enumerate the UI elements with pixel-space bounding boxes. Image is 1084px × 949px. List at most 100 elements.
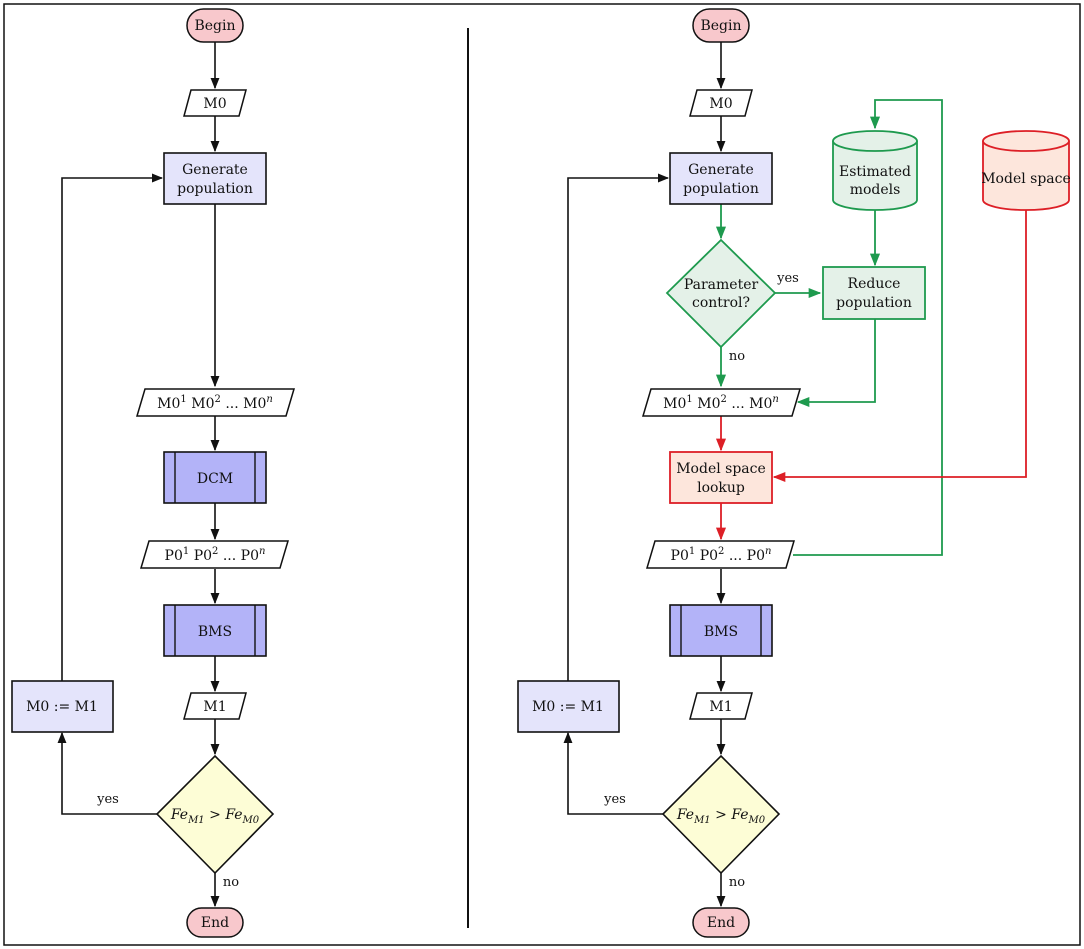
right-model-space-storage: Model space — [981, 130, 1071, 211]
right-param-label-1: Parameter — [684, 277, 759, 293]
left-m1-io: M1 — [183, 692, 247, 720]
right-generate-label-2: population — [683, 181, 759, 197]
right-green-connectors — [715, 99, 943, 556]
right-m0-label: M0 — [709, 96, 732, 112]
right-decision-sub-1: M1 — [693, 815, 711, 826]
right-decision-fe-0: Fe — [730, 807, 748, 823]
left-dcm-subroutine: DCM — [163, 451, 267, 504]
right-end-label: End — [707, 915, 735, 931]
left-generate-label-2: population — [177, 181, 253, 197]
right-bms-label: BMS — [704, 624, 738, 640]
left-begin-terminal: Begin — [186, 8, 244, 43]
left-bms-subroutine: BMS — [163, 604, 267, 657]
right-end-terminal: End — [692, 907, 750, 938]
left-models-list-sup-n: n — [266, 394, 272, 405]
left-decision-fe-0: Fe — [224, 807, 242, 823]
right-flowchart: Begin M0 Generate population Parameter c… — [517, 8, 1071, 938]
left-params-list-text-3: ... P0 — [218, 548, 259, 564]
left-generate-process: Generate population — [163, 152, 267, 205]
right-decision-label: FeM1 > FeM0 — [676, 807, 766, 826]
right-params-list-io: P01 P02 ... P0n — [645, 540, 796, 569]
left-decision-fe-1: Fe — [170, 807, 188, 823]
left-flowchart: Begin M0 Generate population M01 M02 ...… — [11, 8, 296, 938]
right-lookup-label-2: lookup — [697, 480, 745, 496]
left-generate-label-1: Generate — [182, 162, 248, 178]
connector-yes-assign — [57, 731, 157, 815]
left-m0-io: M0 — [183, 89, 247, 117]
left-params-list-sup-1: 1 — [183, 546, 189, 557]
left-params-list-text-1: P0 — [165, 548, 183, 564]
right-params-list-sup-1: 1 — [689, 546, 695, 557]
right-yes-label: yes — [603, 792, 626, 807]
left-params-list-label: P01 P02 ... P0n — [165, 546, 266, 564]
right-params-list-text-1: P0 — [671, 548, 689, 564]
right-models-list-io: M01 M02 ... M0n — [641, 388, 802, 417]
left-decision-sub-0: M0 — [242, 815, 260, 826]
right-models-list-text-3: ... M0 — [727, 396, 773, 412]
left-assign-label: M0 := M1 — [26, 699, 98, 715]
r-connector-params-estimated — [793, 99, 943, 556]
right-m1-io: M1 — [689, 692, 753, 720]
left-bms-label: BMS — [198, 624, 232, 640]
left-models-list-io: M01 M02 ... M0n — [135, 388, 296, 417]
right-params-list-label: P01 P02 ... P0n — [671, 546, 772, 564]
right-params-list-sup-2: 2 — [718, 546, 724, 557]
right-params-list-text-2: P0 — [695, 548, 718, 564]
left-models-list-sup-2: 2 — [215, 394, 221, 405]
right-reduce-label-1: Reduce — [848, 276, 901, 292]
left-fitness-decision: FeM1 > FeM0 — [155, 754, 275, 875]
left-decision-label: FeM1 > FeM0 — [170, 807, 260, 826]
right-param-no-label: no — [729, 349, 745, 364]
r-connector-space-lookup — [772, 210, 1027, 483]
right-models-list-sup-n: n — [772, 394, 778, 405]
left-connectors — [57, 42, 220, 908]
right-decision-op: > — [711, 807, 732, 823]
right-decision-fe-1: Fe — [676, 807, 694, 823]
left-params-list-text-2: P0 — [189, 548, 212, 564]
left-m1-label: M1 — [203, 699, 226, 715]
left-decision-sub-1: M1 — [187, 815, 205, 826]
right-params-list-sup-n: n — [765, 546, 771, 557]
right-param-label-2: control? — [692, 295, 750, 311]
right-models-list-label: M01 M02 ... M0n — [663, 394, 779, 412]
right-decision-sub-0: M0 — [748, 815, 766, 826]
left-params-list-sup-2: 2 — [212, 546, 218, 557]
right-red-connectors — [715, 210, 1027, 541]
right-m0-io: M0 — [689, 89, 753, 117]
r-connector-yes-assign — [563, 731, 663, 815]
left-models-list-sup-1: 1 — [180, 394, 186, 405]
right-no-label: no — [729, 875, 745, 890]
right-generate-label-1: Generate — [688, 162, 754, 178]
right-lookup-label-1: Model space — [676, 461, 766, 477]
right-estimated-models-storage: Estimated models — [832, 130, 918, 211]
right-reduce-label-2: population — [836, 295, 912, 311]
left-params-list-io: P01 P02 ... P0n — [139, 540, 290, 569]
right-bms-subroutine: BMS — [669, 604, 773, 657]
left-end-terminal: End — [186, 907, 244, 938]
right-fitness-decision: FeM1 > FeM0 — [661, 754, 781, 875]
left-no-label: no — [223, 875, 239, 890]
right-models-list-text-1: M0 — [663, 396, 686, 412]
right-begin-label: Begin — [700, 18, 741, 34]
right-lookup-process: Model space lookup — [669, 451, 773, 504]
right-models-list-sup-2: 2 — [721, 394, 727, 405]
r-connector-assign-generate — [567, 173, 670, 681]
left-models-list-label: M01 M02 ... M0n — [157, 394, 273, 412]
left-decision-op: > — [205, 807, 226, 823]
left-assign-process: M0 := M1 — [11, 680, 114, 733]
connector-assign-generate — [61, 173, 164, 681]
diagram-frame — [3, 3, 1081, 946]
right-black-connectors — [563, 42, 726, 908]
right-parameter-control-decision: Parameter control? — [665, 238, 777, 349]
left-begin-label: Begin — [194, 18, 235, 34]
right-estimated-label-1: Estimated — [839, 164, 911, 180]
left-models-list-text-1: M0 — [157, 396, 180, 412]
right-generate-process: Generate population — [669, 152, 773, 205]
left-dcm-label: DCM — [197, 471, 233, 487]
right-model-space-label: Model space — [981, 171, 1071, 187]
right-params-list-text-3: ... P0 — [724, 548, 765, 564]
r-connector-reduce-models — [796, 319, 876, 408]
right-assign-label: M0 := M1 — [532, 699, 604, 715]
left-end-label: End — [201, 915, 229, 931]
